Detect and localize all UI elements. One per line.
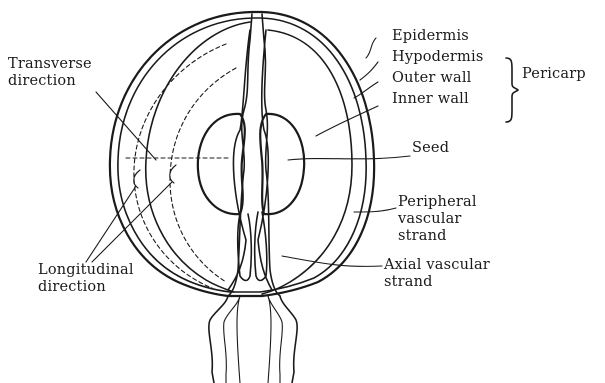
label-transverse-direction: Transverse direction	[8, 56, 92, 90]
label-peripheral-vascular-strand: Peripheral vascular strand	[398, 194, 477, 245]
leader-axial	[282, 256, 382, 266]
leader-epidermis	[366, 38, 376, 58]
right-inner-wall	[262, 30, 352, 294]
longitudinal-tick-1	[134, 170, 140, 188]
axial-strand-right	[255, 212, 267, 281]
central-septum-left	[228, 14, 252, 296]
stalk-left	[209, 296, 228, 383]
stalk-inner-left	[237, 296, 240, 383]
label-hypodermis: Hypodermis	[392, 49, 483, 66]
leader-seed	[288, 156, 410, 160]
label-longitudinal-direction: Longitudinal direction	[38, 262, 134, 296]
label-axial-vascular-strand: Axial vascular strand	[384, 257, 490, 291]
stalk-right	[280, 296, 297, 383]
leader-transverse	[96, 92, 156, 160]
leader-hypodermis	[360, 62, 378, 80]
label-outer-wall: Outer wall	[392, 70, 472, 87]
peripheral-vascular-dashed-inner	[170, 68, 236, 282]
label-inner-wall: Inner wall	[392, 91, 469, 108]
pericarp-brace	[506, 58, 518, 122]
label-epidermis: Epidermis	[392, 28, 469, 45]
label-pericarp: Pericarp	[522, 66, 586, 83]
label-seed: Seed	[412, 140, 449, 157]
leader-inner-wall	[316, 106, 378, 136]
longitudinal-tick-2	[170, 165, 176, 183]
central-septum-right	[262, 14, 280, 296]
stalk-inner-right	[268, 296, 271, 383]
leader-longitudinal-2	[92, 182, 172, 262]
left-seed	[198, 114, 245, 214]
leader-longitudinal-1	[86, 186, 136, 262]
